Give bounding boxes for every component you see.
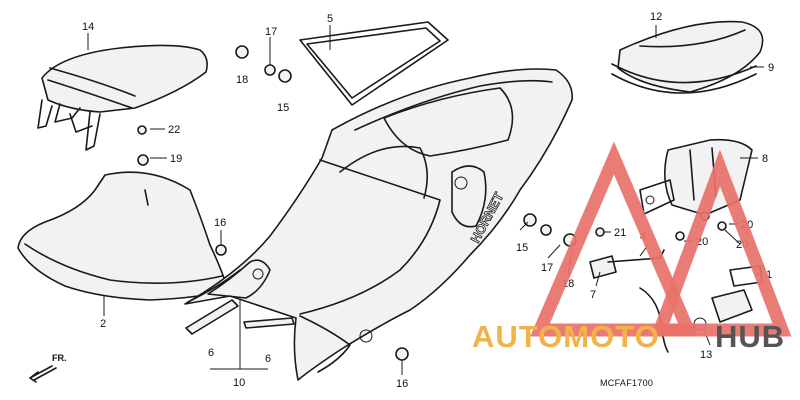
callout-6-left: 6 (208, 347, 214, 359)
callout-10: 10 (233, 377, 245, 389)
callout-13: 13 (700, 349, 712, 361)
callout-2: 2 (100, 318, 106, 330)
callout-6-right: 6 (265, 353, 271, 365)
callout-5: 5 (327, 13, 333, 25)
part-seat-cowl (611, 20, 764, 94)
front-direction-label: FR. (52, 353, 67, 363)
callout-16-top: 16 (214, 217, 226, 229)
callout-14: 14 (82, 21, 94, 33)
callout-16-bottom: 16 (396, 378, 408, 390)
watermark-brand-primary: AUTOMOTO (472, 319, 660, 354)
part-seal (299, 21, 449, 106)
front-direction-arrow: FR. (29, 353, 67, 383)
callout-1: 1 (766, 269, 772, 281)
part-strips (185, 299, 295, 335)
callout-12: 12 (650, 11, 662, 23)
watermark-brand-secondary: HUB (715, 319, 785, 354)
callout-7: 7 (590, 289, 596, 301)
drawing-code: MCFAF1700 (600, 378, 653, 388)
callout-21: 21 (614, 227, 626, 239)
callout-9: 9 (768, 62, 774, 74)
callout-17-mid: 17 (541, 262, 553, 274)
part-pillion-seat (37, 44, 208, 151)
part-rear-cowl: HORNET (184, 68, 573, 381)
part-seat-latch (589, 249, 763, 353)
callout-15-top: 15 (277, 102, 289, 114)
callout-18-top: 18 (236, 74, 248, 86)
callout-8: 8 (762, 153, 768, 165)
callout-19: 19 (170, 153, 182, 165)
watermark: AUTOMOTO HUB (472, 141, 792, 354)
callout-17-top: 17 (265, 26, 277, 38)
callout-15-mid: 15 (516, 242, 528, 254)
part-rider-seat (17, 171, 229, 301)
callout-22: 22 (168, 124, 180, 136)
